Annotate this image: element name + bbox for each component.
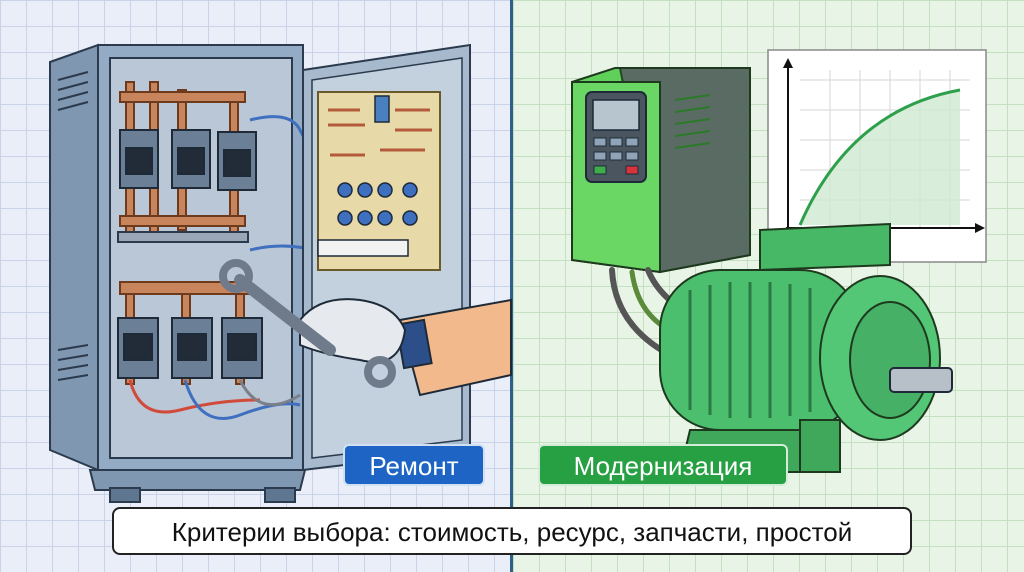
- performance-graph-icon: [767, 49, 987, 263]
- wrench-icon: [219, 259, 396, 388]
- electrical-cabinet-icon: [49, 43, 331, 503]
- frequency-drive-icon: [571, 67, 783, 363]
- center-divider: [510, 0, 513, 572]
- circuit-board-icon: [302, 43, 471, 472]
- modernization-label: Модернизация: [538, 444, 788, 486]
- electric-motor-icon: [659, 222, 953, 473]
- criteria-caption: Критерии выбора: стоимость, ресурс, запч…: [112, 507, 912, 555]
- repair-label: Ремонт: [343, 444, 485, 486]
